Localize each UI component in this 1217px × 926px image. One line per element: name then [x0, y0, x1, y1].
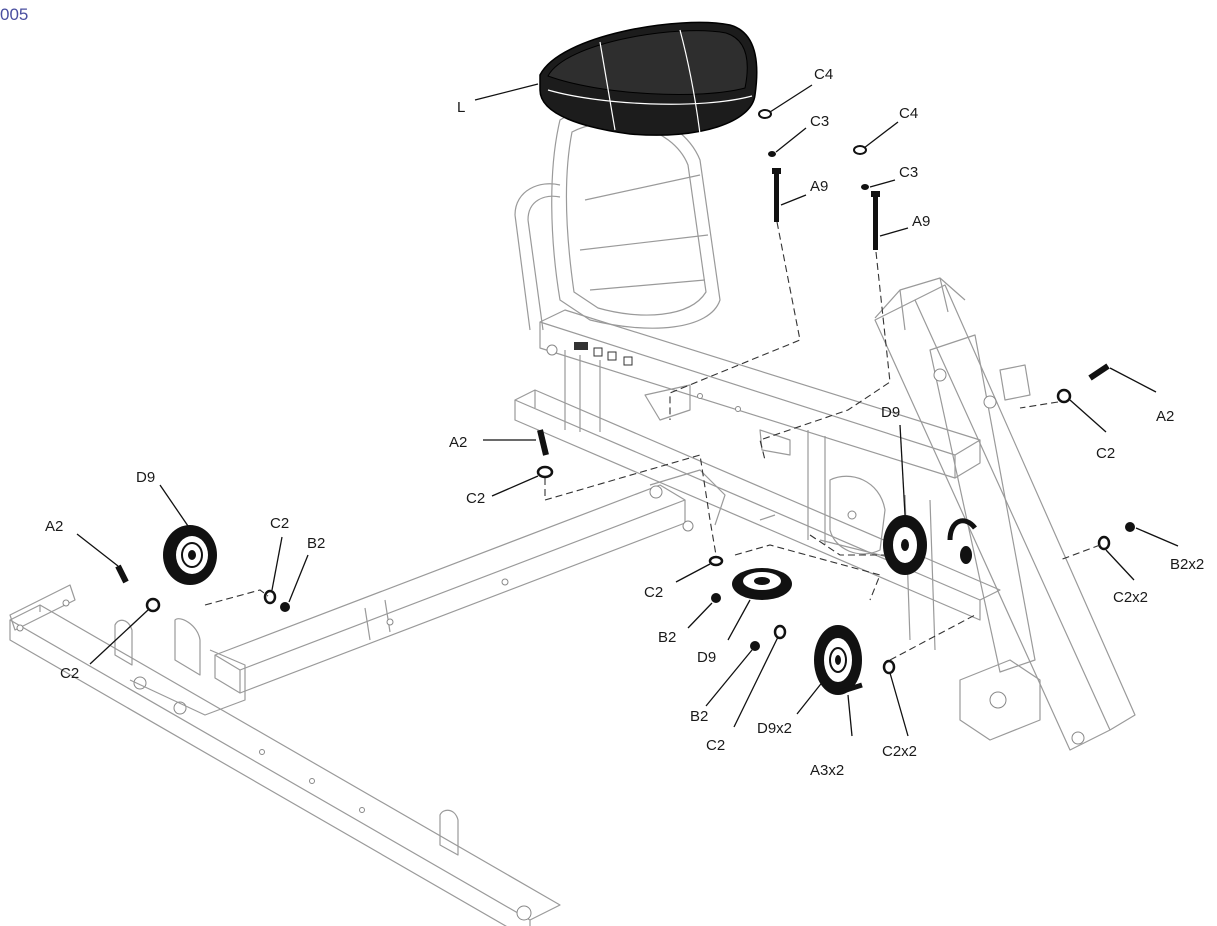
part-label-C2x2: C2x2 — [882, 743, 917, 760]
part-label-A2: A2 — [45, 518, 63, 535]
part-label-B2: B2 — [690, 708, 708, 725]
part-label-A3x2: A3x2 — [810, 762, 844, 779]
part-label-B2: B2 — [658, 629, 676, 646]
upper-beam — [539, 309, 981, 545]
part-label-C2: C2 — [60, 665, 79, 682]
page-number: 005 — [0, 5, 28, 24]
hardware — [115, 109, 1135, 695]
seat-pad — [539, 21, 758, 136]
part-label-C2: C2 — [466, 490, 485, 507]
assembly-dashed-lines — [204, 221, 1101, 661]
leader-lines — [76, 83, 1179, 737]
part-label-C4: C4 — [899, 105, 918, 122]
frame-drawing — [9, 107, 1136, 926]
pulley-right — [883, 515, 977, 575]
backrest — [514, 107, 721, 331]
pulley-lower — [814, 625, 862, 695]
part-label-A9: A9 — [810, 178, 828, 195]
part-label-D9x2: D9x2 — [757, 720, 792, 737]
upright-column — [874, 277, 1136, 751]
part-label-C3: C3 — [899, 164, 918, 181]
part-label-C2: C2 — [644, 584, 663, 601]
part-label-A9: A9 — [912, 213, 930, 230]
part-label-D9: D9 — [136, 469, 155, 486]
part-label-C4: C4 — [814, 66, 833, 83]
pulley-front-left — [163, 525, 217, 585]
part-label-A2: A2 — [449, 434, 467, 451]
part-label-L: L — [457, 99, 465, 116]
part-label-D9: D9 — [881, 404, 900, 421]
part-label-A2: A2 — [1156, 408, 1174, 425]
part-label-C2: C2 — [1096, 445, 1115, 462]
lower-beam — [514, 389, 1001, 621]
front-base-beam — [9, 584, 561, 926]
part-label-C2x2: C2x2 — [1113, 589, 1148, 606]
part-label-B2: B2 — [307, 535, 325, 552]
part-labels: L C4 C3 A9 C4 C3 A9 A2 C2 D9 A2 C2 D9 A2… — [45, 66, 1204, 779]
part-label-C2: C2 — [270, 515, 289, 532]
part-label-D9: D9 — [697, 649, 716, 666]
part-label-C2: C2 — [706, 737, 725, 754]
part-label-C3: C3 — [810, 113, 829, 130]
diagonal-beam — [214, 469, 726, 694]
pulley-center — [732, 568, 792, 600]
part-label-B2x2: B2x2 — [1170, 556, 1204, 573]
